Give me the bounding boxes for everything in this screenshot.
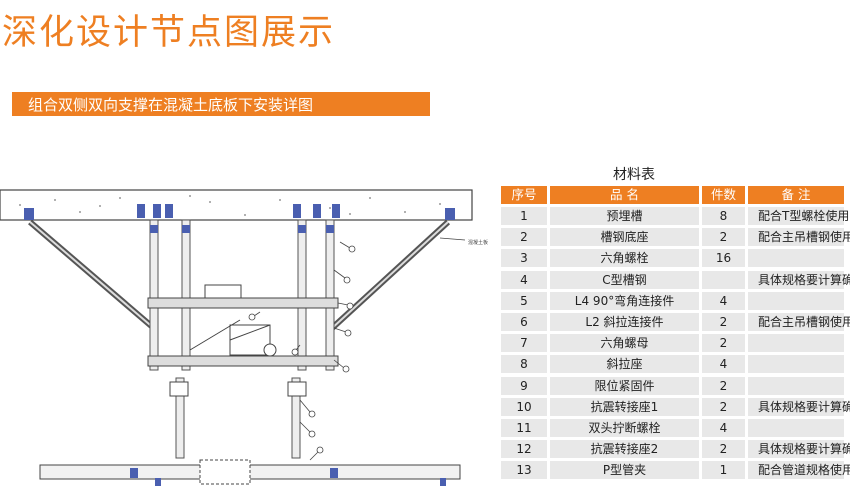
table-cell-qty: 4 <box>702 291 745 310</box>
table-cell-name: L4 90°弯角连接件 <box>550 291 699 310</box>
table-cell-no: 12 <box>501 440 547 459</box>
fasteners <box>24 204 455 233</box>
table-cell-name: 斜拉座 <box>550 355 699 374</box>
table-cell-qty: 8 <box>702 207 745 225</box>
table-cell-no: 1 <box>501 207 547 225</box>
table-cell-note: 具体规格要计算确定 <box>748 270 850 289</box>
table-cell-note: 具体规格要计算确定 <box>748 440 850 459</box>
table-cell-qty <box>702 270 745 289</box>
header-name: 品 名 <box>550 186 699 204</box>
table-cell-qty: 4 <box>702 355 745 374</box>
table-cell-note <box>748 419 844 437</box>
table-cell-no: 2 <box>501 228 547 247</box>
table-cell-name: 六角螺栓 <box>550 249 699 268</box>
table-cell-qty: 2 <box>702 334 745 353</box>
table-cell-qty: 2 <box>702 376 745 395</box>
table-cell-qty: 2 <box>702 397 745 416</box>
concrete-slab <box>0 189 473 221</box>
table-cell-no: 10 <box>501 397 547 416</box>
table-cell-name: C型槽钢 <box>550 270 699 289</box>
materials-table-caption: 材料表 <box>613 167 655 183</box>
table-cell-note: 配合T型螺栓使用 <box>748 207 849 225</box>
table-cell-qty: 4 <box>702 419 745 437</box>
table-cell-note <box>748 376 844 395</box>
table-cell-note <box>748 291 844 310</box>
subtitle-banner <box>12 92 430 116</box>
table-row: 12抗震转接座22具体规格要计算确定 <box>501 440 850 459</box>
table-cell-name: 预埋槽 <box>550 207 699 225</box>
table-cell-no: 4 <box>501 270 547 289</box>
header-qty: 件数 <box>702 186 745 204</box>
table-cell-no: 9 <box>501 376 547 395</box>
table-cell-name: 抗震转接座1 <box>550 397 699 416</box>
table-cell-name: 六角螺母 <box>550 334 699 353</box>
table-cell-note: 配合主吊槽钢使用 <box>748 313 850 331</box>
callout-leaders <box>253 237 466 461</box>
table-cell-qty: 2 <box>702 440 745 459</box>
table-cell-name: 双头拧断螺栓 <box>550 419 699 437</box>
table-cell-name: 槽钢底座 <box>550 228 699 247</box>
table-cell-note: 配合主吊槽钢使用 <box>748 228 850 247</box>
table-cell-note <box>748 334 844 353</box>
table-cell-name: 抗震转接座2 <box>550 440 699 459</box>
table-cell-note: 配合管道规格使用 <box>748 461 850 480</box>
table-row: 10抗震转接座12具体规格要计算确定 <box>501 397 850 416</box>
table-cell-no: 8 <box>501 355 547 374</box>
table-cell-qty: 1 <box>702 461 745 480</box>
table-cell-name: 限位紧固件 <box>550 376 699 395</box>
table-cell-qty: 2 <box>702 228 745 247</box>
subtitle-text: 组合双侧双向支撑在混凝土底板下安装详图 <box>28 96 314 114</box>
page-title: 深化设计节点图展示 <box>2 13 336 53</box>
table-cell-no: 6 <box>501 313 547 331</box>
table-cell-no: 3 <box>501 249 547 268</box>
callout-markers <box>248 245 356 454</box>
table-cell-name: P型管夹 <box>550 461 699 480</box>
table-cell-qty: 16 <box>702 249 745 268</box>
c-channel <box>147 297 339 309</box>
materials-table-header: 序号 品 名 件数 备 注 <box>501 186 844 204</box>
slab-side-note: 混凝土板 <box>468 239 488 246</box>
table-cell-note <box>748 355 844 374</box>
header-no: 序号 <box>501 186 547 204</box>
table-cell-no: 5 <box>501 291 547 310</box>
table-cell-no: 13 <box>501 461 547 480</box>
installation-detail-drawing: 混凝土板 <box>0 189 488 486</box>
table-cell-no: 7 <box>501 334 547 353</box>
header-note: 备 注 <box>748 186 844 204</box>
table-cell-no: 11 <box>501 419 547 437</box>
table-cell-qty: 2 <box>702 313 745 331</box>
table-cell-name: L2 斜拉连接件 <box>550 313 699 331</box>
table-cell-note <box>748 249 844 268</box>
table-cell-note: 具体规格要计算确定 <box>748 397 850 416</box>
